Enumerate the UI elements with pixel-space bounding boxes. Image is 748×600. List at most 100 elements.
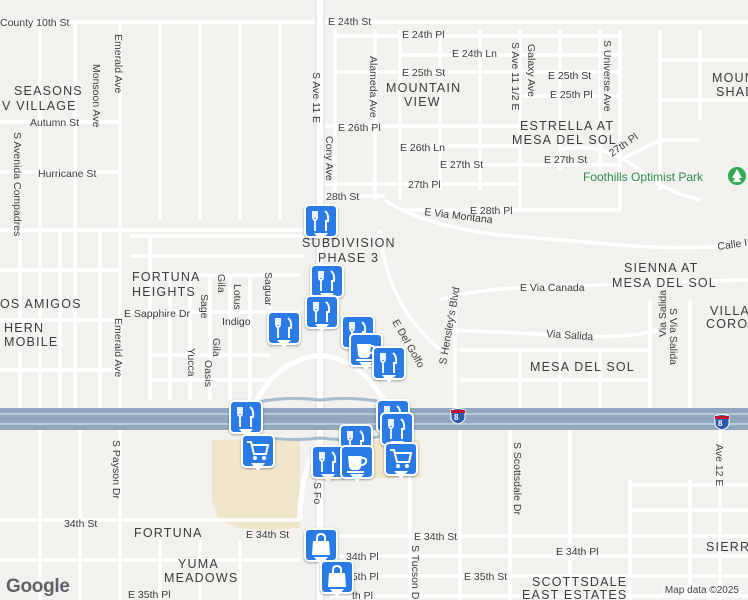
- area-label: OS AMIGOS: [0, 297, 82, 311]
- park-poi[interactable]: Foothills Optimist Park: [583, 167, 746, 185]
- street-label: E 25th St: [548, 70, 591, 82]
- street-label: Calle I: [717, 237, 748, 253]
- street-label: Hurricane St: [38, 168, 96, 180]
- street-label: Sage: [198, 294, 210, 319]
- fork-knife-icon: [318, 270, 336, 291]
- fork-knife-icon: [388, 418, 406, 439]
- street-label: S Payson Dr: [110, 440, 122, 499]
- street-label: Lotus: [231, 284, 243, 310]
- fork-knife-icon: [313, 301, 331, 322]
- fork-knife-icon: [275, 317, 293, 338]
- grocery-marker[interactable]: [241, 434, 275, 474]
- map-data-attribution[interactable]: Map data ©2025: [661, 585, 742, 596]
- street-label: 28th St: [326, 191, 359, 203]
- shopping-bag-icon: [312, 532, 330, 555]
- street-label: 34th St: [64, 518, 97, 530]
- shopping-cart-icon: [390, 449, 413, 468]
- restaurant-marker[interactable]: [229, 400, 263, 440]
- cafe-marker[interactable]: [340, 445, 374, 485]
- interstate-shield-icon: [714, 414, 730, 431]
- restaurant-marker[interactable]: [305, 295, 339, 335]
- park-label: Foothills Optimist Park: [583, 170, 704, 184]
- street-label: E 26th Pl: [338, 122, 381, 134]
- street-label: Indigo: [222, 316, 251, 328]
- street-label: E Sapphire Dr: [124, 308, 190, 320]
- area-label: HERN: [4, 321, 44, 335]
- street-label: E 25th St: [402, 67, 445, 79]
- interstate-shield-number: 8: [718, 419, 723, 428]
- grocery-marker[interactable]: [384, 442, 418, 482]
- street-label: E 27th St: [544, 154, 587, 166]
- street-label: S Universe Ave: [601, 40, 613, 112]
- street-label: E 24th Pl: [402, 29, 445, 41]
- street-label: th Pl: [352, 590, 373, 600]
- shopping-bag-icon: [328, 564, 346, 587]
- street-label: Emerald Ave: [112, 318, 124, 377]
- restaurant-marker[interactable]: [304, 204, 338, 244]
- street-label: E 28th Pl: [470, 205, 513, 217]
- area-label: VIEW: [404, 95, 441, 109]
- street-label: County 10th St: [0, 17, 70, 29]
- street-label: E 35th Pl: [128, 589, 171, 600]
- area-labels: SEASONS V VILLAGE MOUNTAIN VIEW ESTRELLA…: [0, 71, 748, 600]
- street-label: Galaxy Ave: [525, 44, 537, 97]
- area-label: YUMA: [178, 557, 219, 571]
- fork-knife-icon: [319, 451, 337, 472]
- fork-knife-icon: [380, 352, 398, 373]
- fork-knife-icon: [237, 406, 255, 427]
- street-label: E 34th St: [414, 531, 457, 543]
- local-roads: [0, 20, 748, 600]
- street-label: Ave 12 E: [713, 444, 725, 486]
- street-label: E 24th Ln: [452, 48, 497, 60]
- area-label: SHAD: [716, 85, 748, 99]
- area-label: ESTRELLA AT: [520, 119, 614, 133]
- street-label: E Via Canada: [520, 282, 585, 294]
- street-label: S Scottsdale Dr: [511, 442, 523, 515]
- area-label: FORTUNA: [132, 270, 201, 284]
- street-label: Oasis: [202, 360, 214, 387]
- area-label: CORON: [706, 317, 748, 331]
- interstate-shield-icon: [450, 408, 466, 425]
- street-label: Via Salida: [546, 328, 594, 343]
- street-label: E 25th Pl: [550, 89, 593, 101]
- restaurant-marker[interactable]: [311, 445, 345, 485]
- street-label: S Via Salida: [667, 308, 679, 365]
- street-label: 35th Pl: [346, 571, 379, 583]
- area-label: VILLA: [710, 304, 748, 318]
- restaurant-marker[interactable]: [372, 346, 406, 386]
- street-label: S Avenida Compadres: [11, 132, 23, 236]
- interstate-shield-number: 8: [454, 413, 459, 422]
- area-label: SCOTTSDALE: [532, 575, 627, 589]
- coffee-cup-icon: [347, 456, 368, 473]
- street-label: E 34th St: [246, 529, 289, 541]
- interstate-8: [0, 396, 748, 442]
- area-label: PHASE 3: [318, 251, 379, 265]
- google-logo: Google: [6, 576, 70, 597]
- commercial-area: [212, 440, 300, 530]
- area-label: MOUNTAIN: [386, 81, 461, 95]
- restaurant-marker[interactable]: [267, 311, 301, 351]
- street-label: E 26th Ln: [400, 142, 445, 154]
- street-label: Gila: [215, 274, 227, 293]
- street-labels: County 10th St E 24th St E 24th Pl E 24t…: [0, 16, 748, 600]
- street-label: Autumn St: [30, 117, 79, 129]
- shopping-marker[interactable]: [320, 560, 354, 600]
- area-label: HEIGHTS: [132, 285, 196, 299]
- street-label: S Ave 11 1/2 E: [509, 42, 521, 111]
- street-label: Yucca: [185, 348, 197, 377]
- area-label: MOBILE: [4, 335, 58, 349]
- street-label: Gila: [210, 338, 222, 357]
- street-label: S Ave 11 E: [310, 72, 322, 123]
- area-label: MESA DEL SOL: [512, 133, 617, 147]
- fork-knife-icon: [312, 210, 330, 231]
- street-label: Emerald Ave: [112, 34, 124, 93]
- area-label: V VILLAGE: [2, 99, 77, 113]
- area-label: MESA DEL SOL: [612, 276, 717, 290]
- shopping-cart-icon: [247, 441, 270, 460]
- street-label: Monsoon Ave: [90, 64, 102, 128]
- street-label: E 27th St: [440, 159, 483, 171]
- street-label: Cony Ave: [323, 136, 335, 181]
- street-label: Saguar: [262, 272, 274, 306]
- area-label: MEADOWS: [164, 571, 238, 585]
